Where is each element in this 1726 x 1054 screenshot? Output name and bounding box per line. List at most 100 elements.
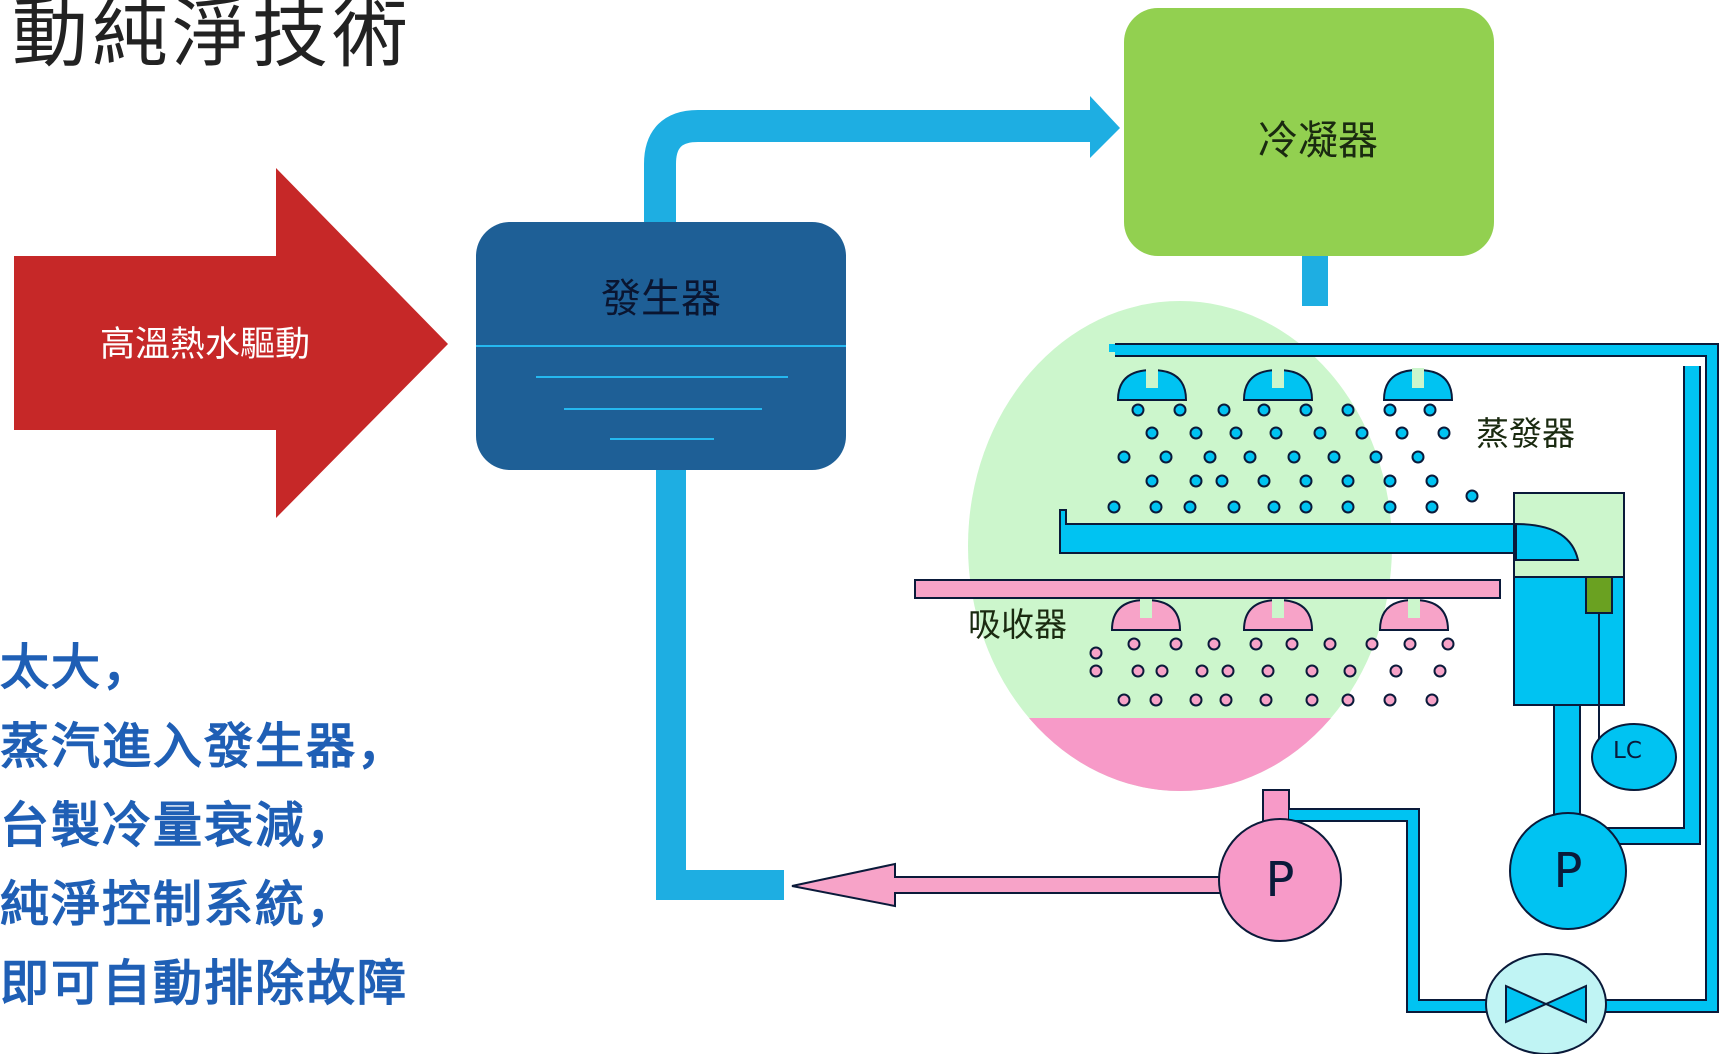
evaporator-droplet <box>1229 426 1243 440</box>
refrigerant-spray-header-outline <box>1115 343 1719 1013</box>
bypass-valve-symbol <box>1505 984 1587 1024</box>
evaporator-droplet <box>1299 500 1313 514</box>
evaporator-droplet <box>1243 450 1257 464</box>
heat-drive-label: 高溫熱水驅動 <box>100 325 310 365</box>
vapor-pipe <box>644 110 1092 225</box>
evaporator-droplet <box>1327 450 1341 464</box>
bypass-pipe-outline <box>1289 808 1532 1013</box>
absorber-nozzle-stem <box>1408 598 1420 618</box>
bullet-item-2: 蒸汽進入發生器， <box>0 718 409 775</box>
bypass-pipe <box>1289 809 1532 1012</box>
evaporator-droplet <box>1149 500 1163 514</box>
evaporator-droplet <box>1411 450 1425 464</box>
solution-pump <box>1218 818 1342 942</box>
absorber-droplet <box>1323 637 1337 651</box>
evaporator-droplets <box>1107 403 1479 514</box>
evaporator-nozzle-stem <box>1146 368 1158 388</box>
refrigerant-return-pipe-outline <box>1594 366 1701 845</box>
absorber-droplet <box>1259 693 1273 707</box>
absorber-droplet <box>1221 664 1235 678</box>
absorber-droplet <box>1365 637 1379 651</box>
page-title: 動純淨技術 <box>12 0 412 78</box>
evaporator-droplet <box>1267 500 1281 514</box>
evaporator-droplet <box>1117 450 1131 464</box>
level-controller-label: LC <box>1613 738 1642 764</box>
solution-pool <box>968 718 1392 791</box>
evaporator-droplet <box>1465 489 1479 503</box>
refrigerant-spray-header <box>1109 344 1718 1012</box>
evaporator-droplet <box>1203 450 1217 464</box>
evaporator-droplet <box>1369 450 1383 464</box>
refrigerant-tank-weir <box>1515 522 1580 561</box>
evaporator-droplet <box>1383 403 1397 417</box>
evaporator-droplet <box>1423 403 1437 417</box>
evaporator-droplet <box>1383 500 1397 514</box>
evaporator-label: 蒸發器 <box>1476 414 1575 453</box>
absorber-droplet <box>1207 637 1221 651</box>
bullet-list: 太大， 蒸汽進入發生器， 台製冷量衰減， 純淨控制系統， 即可自動排除故障 <box>0 628 408 1023</box>
evaporator-droplet <box>1437 426 1451 440</box>
absorber-droplet <box>1249 637 1263 651</box>
evaporator-droplet <box>1159 450 1173 464</box>
evaporator-droplet <box>1269 426 1283 440</box>
bullet-item-4: 純淨控制系統， <box>0 876 358 933</box>
absorber-droplet <box>1383 693 1397 707</box>
evaporator-nozzle-stem <box>1272 368 1284 388</box>
evaporator-nozzle-stem <box>1412 368 1424 388</box>
evaporator-nozzles <box>1116 368 1454 401</box>
absorber-droplet <box>1089 664 1103 678</box>
absorber-droplet <box>1425 693 1439 707</box>
evaporator-droplet <box>1425 474 1439 488</box>
evaporator-droplet <box>1257 474 1271 488</box>
absorber-droplet <box>1441 637 1455 651</box>
absorber-nozzle-stem <box>1272 598 1284 618</box>
evaporator-droplet <box>1215 474 1229 488</box>
absorber-droplet <box>1403 637 1417 651</box>
generator-return-pipe <box>656 465 784 900</box>
condensate-pipe <box>1302 250 1328 306</box>
condenser <box>1124 8 1494 256</box>
evaporator-droplet <box>1395 426 1409 440</box>
evaporator-droplet <box>1341 500 1355 514</box>
solution-return-arrow <box>791 862 1225 908</box>
absorber-droplet <box>1343 664 1357 678</box>
evaporator-droplet <box>1183 500 1197 514</box>
absorber-droplet <box>1433 664 1447 678</box>
evaporator-droplet <box>1189 426 1203 440</box>
evaporator-droplet <box>1189 474 1203 488</box>
absorber-droplet <box>1155 664 1169 678</box>
absorber-droplet <box>1127 637 1141 651</box>
absorber-label: 吸收器 <box>968 605 1067 644</box>
absorber-droplet <box>1169 637 1183 651</box>
evaporator-droplet <box>1131 403 1145 417</box>
absorber-droplet <box>1285 637 1299 651</box>
absorber-droplet <box>1341 693 1355 707</box>
absorber-droplet <box>1131 664 1145 678</box>
bullet-item-1: 太大， <box>0 639 154 696</box>
evaporator-droplet <box>1299 474 1313 488</box>
evaporator-droplet <box>1287 450 1301 464</box>
absorber-droplet <box>1189 693 1203 707</box>
evaporator-droplet <box>1227 500 1241 514</box>
level-sensor <box>1585 576 1613 614</box>
solution-pump-label: P <box>1266 852 1295 908</box>
absorber-nozzle-stem <box>1140 598 1152 618</box>
absorber-droplet <box>1195 664 1209 678</box>
evaporator-droplet <box>1217 403 1231 417</box>
absorber-droplet <box>1305 664 1319 678</box>
evaporator-droplet <box>1173 403 1187 417</box>
evaporator-droplet <box>1107 500 1121 514</box>
evaporator-droplet <box>1145 426 1159 440</box>
evaporator-droplet <box>1145 474 1159 488</box>
heat-drive-arrow <box>14 168 448 518</box>
vapor-pipe-arrowhead <box>1090 96 1120 158</box>
evaporator-droplet <box>1257 403 1271 417</box>
bullet-item-5: 即可自動排除故障 <box>0 955 409 1012</box>
refrigerant-return-pipe <box>1594 366 1699 843</box>
absorber-droplet <box>1305 693 1319 707</box>
absorber-droplet <box>1261 664 1275 678</box>
absorber-droplet <box>1117 693 1131 707</box>
evaporator-droplet <box>1299 403 1313 417</box>
condenser-label: 冷凝器 <box>1258 118 1378 164</box>
